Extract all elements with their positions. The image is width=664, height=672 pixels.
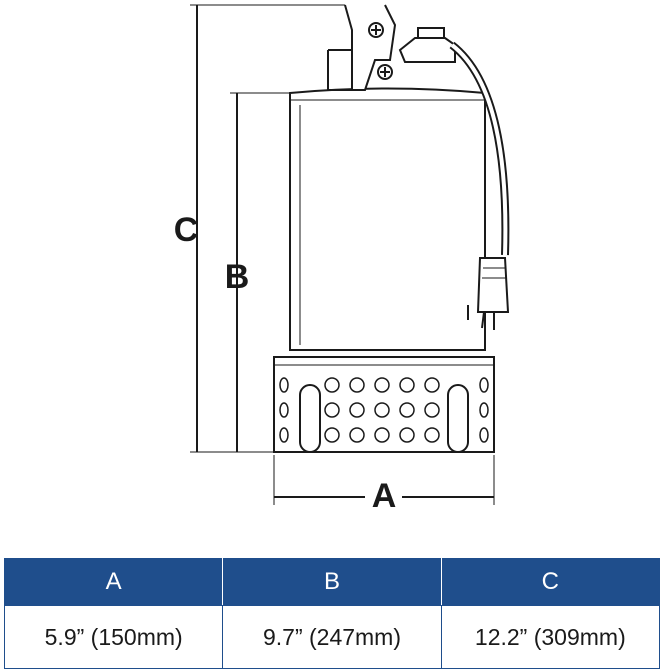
strainer-hole <box>374 402 390 418</box>
strainer-side-slot <box>279 377 289 393</box>
pump-motor-housing <box>289 87 486 351</box>
spec-header-c: C <box>440 558 661 606</box>
dimension-label-b: B <box>225 258 250 296</box>
strainer-hole <box>324 377 340 393</box>
spec-value-c: 12.2” (309mm) <box>440 605 661 669</box>
pump-strainer-base <box>273 356 495 453</box>
strainer-hole <box>424 402 440 418</box>
spec-value-b: 9.7” (247mm) <box>222 605 442 669</box>
strainer-hole <box>424 427 440 443</box>
strainer-hole <box>349 427 365 443</box>
spec-table-header-row: A B C <box>3 558 661 606</box>
strainer-side-slot <box>479 377 489 393</box>
strainer-hole <box>349 377 365 393</box>
strainer-hole <box>374 427 390 443</box>
strainer-hole <box>324 427 340 443</box>
strainer-hole <box>399 402 415 418</box>
strainer-side-slot <box>479 402 489 418</box>
spec-table: A B C 5.9” (150mm) 9.7” (247mm) 12.2” (3… <box>3 558 661 669</box>
spec-table-row: 5.9” (150mm) 9.7” (247mm) 12.2” (309mm) <box>3 605 661 669</box>
spec-header-a: A <box>3 558 224 606</box>
dimension-line-a <box>273 455 495 505</box>
strainer-hole <box>399 427 415 443</box>
spec-header-b: B <box>222 558 442 606</box>
power-cord <box>449 41 510 330</box>
strainer-hole <box>424 377 440 393</box>
dimension-label-a: A <box>372 477 397 515</box>
pump-handle <box>327 4 456 91</box>
spec-value-a: 5.9” (150mm) <box>3 605 224 669</box>
strainer-hole <box>349 402 365 418</box>
strainer-hole <box>374 377 390 393</box>
pump-dimension-diagram: C B A <box>174 4 510 515</box>
strainer-side-slot <box>479 427 489 443</box>
strainer-hole <box>399 377 415 393</box>
dimension-line-b <box>230 92 290 452</box>
dimension-label-c: C <box>174 211 199 249</box>
strainer-side-slot <box>279 402 289 418</box>
strainer-holes <box>279 377 489 443</box>
dimension-line-c <box>190 4 345 453</box>
strainer-hole <box>324 402 340 418</box>
strainer-side-slot <box>279 427 289 443</box>
